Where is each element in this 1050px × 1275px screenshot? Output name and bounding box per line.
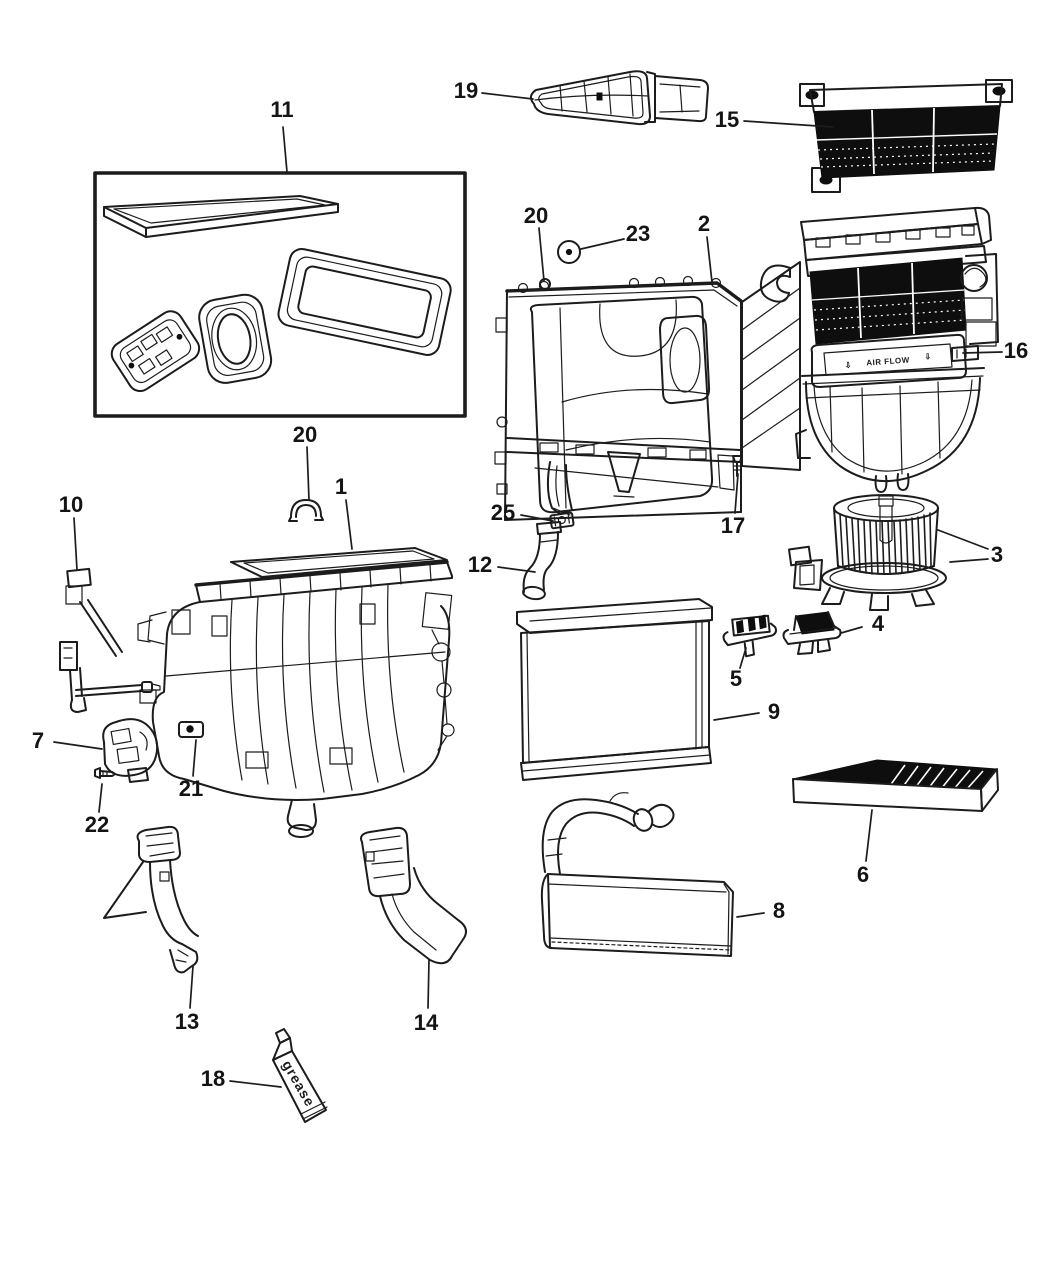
callout-9: 9 — [767, 699, 781, 724]
part-6-cabin-filter — [792, 759, 999, 812]
callout-4: 4 — [871, 611, 885, 636]
callout-2: 2 — [697, 211, 711, 236]
part-15-screen — [799, 79, 1013, 193]
callout-3: 3 — [990, 542, 1004, 567]
callout-13: 13 — [174, 1009, 200, 1034]
part-20-handle-clip — [288, 499, 324, 522]
callout-18: 18 — [200, 1066, 226, 1091]
callout-23: 23 — [625, 221, 651, 246]
part-10-bracket-linkage — [59, 567, 161, 713]
callout-20-top: 20 — [523, 203, 549, 228]
part-5-probe — [722, 614, 778, 658]
callout-10: 10 — [58, 492, 84, 517]
callout-5: 5 — [729, 666, 743, 691]
part-13-cover — [103, 825, 199, 974]
part-22-screw — [94, 767, 116, 779]
part-23-plug — [557, 240, 581, 264]
part-17-screw — [732, 455, 743, 477]
callout-19: 19 — [453, 78, 479, 103]
air-flow-label: ⇩ AIR FLOW ⇩ — [845, 352, 932, 370]
part-2-upper-housing — [494, 275, 743, 521]
callout-16: 16 — [1003, 338, 1029, 363]
part-8-heater-core — [540, 792, 734, 957]
callout-14: 14 — [413, 1010, 439, 1035]
callout-21: 21 — [178, 776, 204, 801]
callout-15: 15 — [714, 107, 740, 132]
air-flow-text: AIR FLOW — [866, 355, 910, 367]
callout-1: 1 — [334, 474, 348, 499]
callout-20-handle: 20 — [292, 422, 318, 447]
callout-25: 25 — [490, 500, 516, 525]
part-14-cover — [360, 826, 467, 965]
part-1-distribution-housing — [137, 547, 455, 838]
part-2-bellows-duct — [741, 261, 801, 471]
callout-7: 7 — [31, 728, 45, 753]
callout-6: 6 — [856, 862, 870, 887]
callout-22: 22 — [84, 812, 110, 837]
part-20-screw — [539, 278, 551, 290]
callout-12: 12 — [467, 552, 493, 577]
leader-lines — [53, 92, 1003, 1088]
part-9-evaporator-core — [516, 598, 713, 781]
part-21-clip — [178, 721, 204, 738]
part-7-actuator — [102, 718, 159, 783]
part-12-drain-tube — [522, 521, 562, 601]
blower-intake-housing: ⇩ AIR FLOW ⇩ — [759, 206, 999, 493]
part-4-resistor — [782, 611, 842, 655]
air-flow-arrow-left: ⇩ — [845, 361, 852, 370]
air-flow-arrow-right: ⇩ — [924, 352, 931, 361]
part-18-grease-tube: grease — [272, 1028, 328, 1123]
callout-8: 8 — [772, 898, 786, 923]
part-11-seal-kit — [93, 171, 467, 418]
part-3-blower-motor — [787, 494, 947, 611]
callout-11: 11 — [270, 97, 294, 122]
part-19-cover-grille — [530, 70, 709, 126]
callout-17: 17 — [720, 513, 746, 538]
